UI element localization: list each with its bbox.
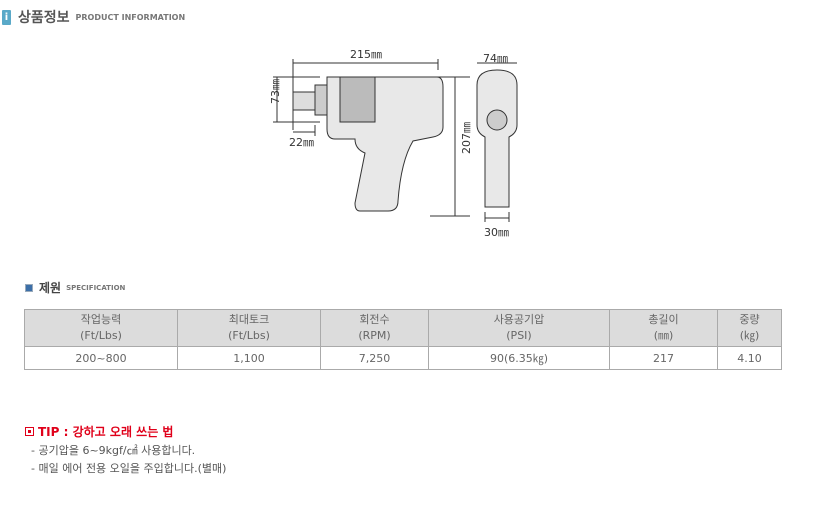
col-header: 최대토크(Ft/Lbs) xyxy=(177,309,321,347)
section-header: i 상품정보 PRODUCT INFORMATION xyxy=(2,7,185,27)
square-bullet-icon xyxy=(25,283,33,292)
cell: 1,100 xyxy=(177,346,321,370)
length-dim: 215㎜ xyxy=(350,48,382,61)
section-title: 상품정보 xyxy=(18,10,70,26)
tip-bullet-icon xyxy=(25,427,34,436)
table-header-row: 작업능력(Ft/Lbs) 최대토크(Ft/Lbs) 회전수(RPM) 사용공기압… xyxy=(24,309,782,347)
cell: 7,250 xyxy=(320,346,429,370)
width-dim: 74㎜ xyxy=(483,52,508,65)
cell: 90(6.35㎏) xyxy=(428,346,610,370)
spec-subtitle: SPECIFICATION xyxy=(66,283,126,292)
cell: 217 xyxy=(609,346,718,370)
tip-line: - 매일 에어 전용 오일을 주입합니다.(별매) xyxy=(31,462,227,475)
cell: 4.10 xyxy=(717,346,782,370)
cell: 200~800 xyxy=(24,346,178,370)
info-icon: i xyxy=(2,9,11,25)
col-header: 총길이(㎜) xyxy=(609,309,718,347)
grip-dim: 30㎜ xyxy=(484,226,509,239)
spec-table: 작업능력(Ft/Lbs) 최대토크(Ft/Lbs) 회전수(RPM) 사용공기압… xyxy=(24,309,782,370)
col-header: 작업능력(Ft/Lbs) xyxy=(24,309,178,347)
nose-dim: 22㎜ xyxy=(289,136,314,149)
spec-header: 제원 SPECIFICATION xyxy=(25,279,125,296)
tip-line: - 공기압을 6~9kgf/㎠ 사용합니다. xyxy=(31,444,196,457)
product-dimension-drawing: 215㎜ 73㎜ 22㎜ 207㎜ 74㎜ 30㎜ xyxy=(269,48,518,239)
spec-title: 제원 xyxy=(39,281,62,295)
tip-header: TIP : 강하고 오래 쓰는 법 xyxy=(25,423,173,440)
col-header: 중량(㎏) xyxy=(717,309,782,347)
table-row: 200~800 1,100 7,250 90(6.35㎏) 217 4.10 xyxy=(24,346,782,370)
col-header: 사용공기압(PSI) xyxy=(428,309,610,347)
tip-title: TIP : 강하고 오래 쓰는 법 xyxy=(38,425,174,439)
height-dim: 73㎜ xyxy=(269,79,282,104)
col-header: 회전수(RPM) xyxy=(320,309,429,347)
total-height-dim: 207㎜ xyxy=(460,122,473,154)
section-subtitle: PRODUCT INFORMATION xyxy=(75,12,186,22)
